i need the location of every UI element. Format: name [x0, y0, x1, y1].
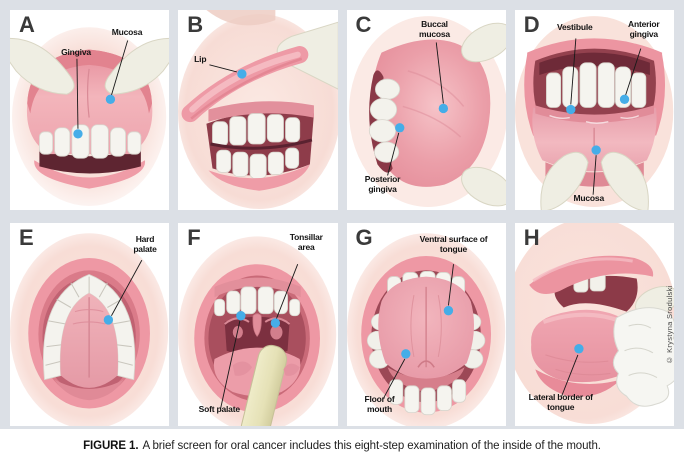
figure-caption: FIGURE 1. A brief screen for oral cancer…: [0, 429, 684, 463]
leader-lines: [209, 64, 238, 73]
molars: [368, 78, 400, 163]
leader-lines: [570, 38, 641, 195]
caption-text: A brief screen for oral cancer includes …: [142, 440, 601, 452]
leader-lines: [386, 42, 444, 176]
label-floor-of-mouth: Floor of mouth: [364, 394, 395, 414]
label-mucosa: Mucosa: [573, 193, 605, 203]
panel-d: D: [514, 10, 674, 210]
gloved-finger-right: [104, 37, 170, 95]
label-vestibule: Vestibule: [556, 22, 593, 32]
panel-letter: E: [19, 225, 34, 250]
gloved-fingertip-bottom: [460, 166, 506, 207]
marker-dot-mucosa: [105, 94, 116, 105]
label-lip: Lip: [194, 54, 207, 64]
illustration-ventral-tongue: [346, 223, 506, 426]
gloved-finger-right: [600, 151, 649, 210]
gloved-finger-left: [540, 151, 589, 210]
illustration-upper-lip-retraction: [10, 10, 170, 210]
leader-lines: [382, 264, 454, 399]
label-lateral-border: Lateral border of tongue: [528, 392, 593, 412]
label-buccal-mucosa: Buccal mucosa: [419, 19, 450, 39]
gloved-fingertip-top: [460, 22, 506, 63]
marker-dot-anterior-gingiva: [619, 94, 629, 105]
nose-shadow: [206, 10, 276, 26]
label-soft-palate: Soft palate: [198, 404, 240, 414]
label-anterior-gingiva: Anterior gingiva: [628, 19, 660, 39]
clenched-teeth: [212, 113, 301, 179]
panel-letter: C: [355, 12, 372, 37]
panel-e: E: [10, 223, 170, 426]
illustration-lower-lip-retraction: [514, 10, 674, 210]
panel-f: F: [178, 223, 338, 426]
panel-letter: D: [523, 12, 540, 37]
marker-dot-ventral-tongue: [443, 305, 453, 316]
marker-dot-buccal-mucosa: [438, 103, 448, 114]
panel-a: A: [10, 10, 170, 210]
leader-lines: [76, 40, 129, 129]
illustration-lip: [178, 10, 338, 210]
marker-dot-tonsillar-area: [270, 318, 281, 328]
label-mucosa: Mucosa: [111, 27, 143, 37]
panel-letter: F: [187, 225, 201, 250]
gloved-finger-left: [10, 37, 75, 95]
lower-lip: [535, 369, 621, 397]
label-posterior-gingiva: Posterior gingiva: [364, 174, 401, 194]
upper-teeth: [214, 286, 301, 317]
marker-dot-lip: [237, 69, 247, 79]
label-hard-palate: Hard palate: [133, 234, 157, 254]
marker-dot-vestibule: [565, 104, 576, 115]
marker-dot-gingiva: [73, 129, 83, 139]
leader-lines: [560, 354, 579, 397]
panel-c: C: [346, 10, 506, 210]
lower-teeth: [388, 379, 466, 416]
marker-dot-posterior-gingiva: [394, 123, 404, 133]
panel-h: H: [514, 223, 674, 426]
leader-lines: [111, 259, 143, 316]
illustration-buccal-mucosa: [346, 10, 506, 210]
marker-dot-soft-palate: [236, 311, 246, 321]
label-tonsillar-area: Tonsillar area: [289, 232, 323, 252]
tongue-depressor: [240, 344, 288, 426]
gauze: [612, 307, 674, 407]
illustrator-credit: © Krystyna Srodulski: [665, 284, 674, 365]
cheek-mucosa: [369, 39, 490, 187]
illustration-lateral-tongue-gauze: [514, 223, 674, 426]
panel-letter: G: [355, 225, 373, 250]
caption-label: FIGURE 1.: [83, 440, 139, 452]
panel-letter: H: [523, 225, 540, 250]
illustration-throat-depressor: [178, 223, 338, 426]
label-ventral-surface: Ventral surface of tongue: [419, 234, 488, 254]
marker-dot-mucosa: [591, 145, 601, 155]
panel-letter: A: [19, 12, 35, 37]
leader-lines: [220, 264, 299, 409]
panel-b: B: [178, 10, 338, 210]
panel-letter: B: [187, 12, 204, 37]
panel-grid: A: [10, 10, 674, 426]
marker-dot-floor-of-mouth: [400, 349, 410, 359]
label-gingiva: Gingiva: [61, 47, 91, 57]
marker-dot-lateral-border: [573, 343, 584, 354]
upper-lip: [528, 255, 653, 295]
illustration-hard-palate: [10, 223, 170, 426]
uvula: [252, 313, 262, 337]
marker-dot-hard-palate: [103, 315, 114, 325]
panel-g: G: [346, 223, 506, 426]
